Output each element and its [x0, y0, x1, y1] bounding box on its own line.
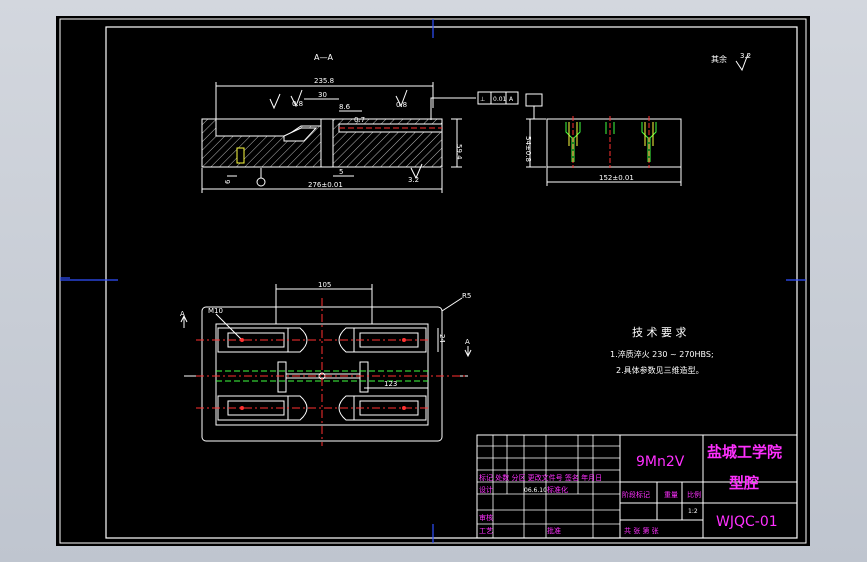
- dim-side-height: 54±0.8: [524, 136, 532, 162]
- dim-123: 123: [384, 380, 397, 388]
- scale-value: 1:2: [688, 508, 698, 515]
- approve-label: 批准: [547, 526, 561, 535]
- plan-view: [180, 284, 472, 442]
- side-view-hidden: [568, 122, 654, 146]
- plan-hole-markers: [240, 338, 406, 410]
- roughness-label: 其余: [711, 54, 727, 64]
- tech-line-2: 2.具体参数见三维造型。: [616, 365, 704, 375]
- sheets-label: 共 张 第 张: [624, 526, 659, 535]
- dim-rough-bottom: 3.2: [408, 176, 419, 184]
- centering-marks: [60, 19, 806, 543]
- drawing-number: WJQC-01: [716, 514, 778, 530]
- drawing-frame: [105, 26, 798, 539]
- side-view-holes: [565, 122, 657, 162]
- school-name: 盐城工学院: [707, 443, 782, 461]
- section-label: A—A: [314, 53, 333, 62]
- check-label: 审核: [479, 513, 493, 522]
- process-label: 工艺: [479, 527, 493, 535]
- dim-5: 5: [339, 168, 343, 176]
- plan-hidden-lines: [216, 370, 428, 382]
- section-view: A—A: [201, 53, 543, 193]
- title-block-texts: 9Mn2V 盐城工学院 型腔 WJQC-01 标记 处数 分区 更改文件号 签名…: [479, 443, 782, 535]
- section-dim-texts: 235.8 30 0.8 8.6 0.8 0.7 59.4 5 276±0.01…: [224, 77, 514, 189]
- section-mark-a2: A: [465, 338, 470, 346]
- tech-title: 技 术 要 求: [632, 326, 687, 339]
- dim-angle: 0.7: [354, 116, 365, 124]
- dim-r52: R5: [462, 292, 471, 300]
- dim-30: 30: [318, 91, 327, 99]
- dim-r08b: 0.8: [396, 101, 407, 109]
- revision-headers: 标记 处数 分区 更改文件号 签名 年月日: [479, 473, 602, 482]
- tech-line-1: 1.淬质淬火 230 ~ 270HBS;: [610, 349, 714, 359]
- side-dim-texts: 152±0.01 54±0.8 其余 3.2: [524, 52, 751, 182]
- tol-value: 0.01: [493, 96, 507, 103]
- plan-centerlines: [196, 298, 466, 446]
- material: 9Mn2V: [636, 454, 685, 470]
- section-mark-a1: A: [180, 310, 185, 318]
- roughness-value: 3.2: [740, 52, 751, 60]
- tol-symbol: ⊥: [480, 96, 485, 103]
- part-name: 型腔: [729, 474, 759, 492]
- scale-label: 比例: [687, 490, 701, 499]
- side-view-centerlines: [572, 116, 650, 168]
- std-label: 标准化: [547, 485, 568, 494]
- side-view: [526, 53, 749, 186]
- dim-height-right: 59.4: [455, 144, 463, 160]
- dim-side-width: 152±0.01: [599, 174, 634, 182]
- dim-bottom-len: 276±0.01: [308, 181, 343, 189]
- dim-105: 105: [318, 281, 331, 289]
- drawing-canvas[interactable]: A—A: [56, 16, 810, 546]
- dim-86: 8.6: [339, 103, 351, 111]
- dim-6: 6: [224, 179, 232, 184]
- design-label: 设计: [479, 485, 493, 494]
- title-block: [476, 434, 798, 539]
- tol-datum: A: [509, 96, 514, 103]
- cad-drawing: A—A: [59, 18, 807, 544]
- stage-label: 阶段标记: [622, 490, 650, 499]
- dim-top-length: 235.8: [314, 77, 334, 85]
- plan-dim-texts: 105 R5 M10 123 24 A A: [180, 281, 471, 388]
- dim-r08a: 0.8: [292, 100, 303, 108]
- dim-24: 24: [438, 334, 446, 343]
- dim-m10: M10: [208, 307, 223, 315]
- weight-label: 重量: [664, 491, 678, 499]
- tech-requirements: 技 术 要 求 1.淬质淬火 230 ~ 270HBS; 2.具体参数见三维造型…: [610, 326, 714, 375]
- design-date: 06.6.10: [524, 487, 547, 494]
